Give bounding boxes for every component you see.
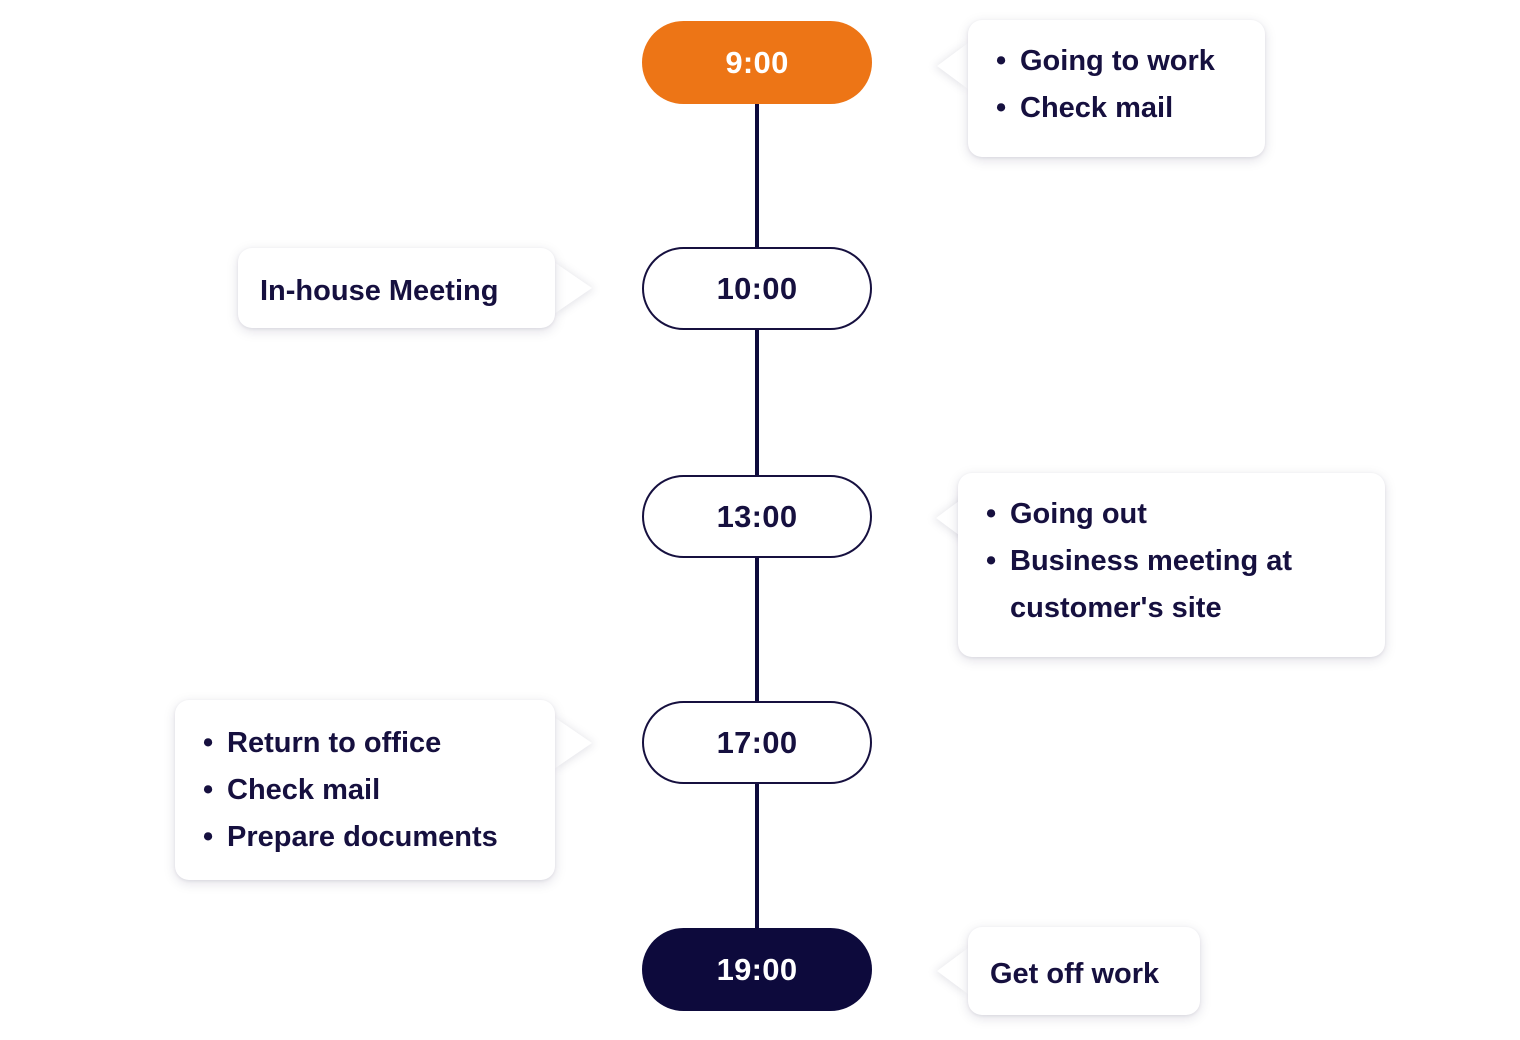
- callout-line: Prepare documents: [201, 814, 529, 861]
- connector-13-to-17: [755, 550, 759, 710]
- node-time-label: 19:00: [716, 951, 798, 987]
- connector-17-to-19: [755, 776, 759, 936]
- node-time-label: 13:00: [716, 498, 798, 534]
- callout-line: Check mail: [201, 767, 529, 814]
- callout-tail-icon: [937, 948, 968, 994]
- callout-tail-icon: [937, 43, 968, 89]
- node-time-label: 9:00: [725, 44, 789, 80]
- callout-1700[interactable]: Return to office Check mail Prepare docu…: [175, 700, 555, 880]
- callout-line: Return to office: [201, 720, 529, 767]
- callout-line: Going out: [984, 491, 1359, 538]
- timeline-node-1300[interactable]: 13:00: [642, 475, 872, 558]
- timeline-node-0900[interactable]: 9:00: [642, 21, 872, 104]
- callout-1000[interactable]: In-house Meeting: [238, 248, 555, 328]
- timeline-node-1700[interactable]: 17:00: [642, 701, 872, 784]
- callout-line: Business meeting at: [984, 538, 1359, 585]
- callout-line: Going to work: [994, 38, 1239, 85]
- timeline-node-1900[interactable]: 19:00: [642, 928, 872, 1011]
- callout-1300[interactable]: Going out Business meeting at customer's…: [958, 473, 1385, 657]
- connector-9-to-10: [755, 95, 759, 255]
- callout-tail-icon: [554, 262, 592, 314]
- callout-tail-icon: [554, 717, 592, 769]
- timeline-node-1000[interactable]: 10:00: [642, 247, 872, 330]
- node-time-label: 17:00: [716, 724, 798, 760]
- node-time-label: 10:00: [716, 270, 798, 306]
- callout-line-continuation: customer's site: [1010, 591, 1222, 624]
- callout-line: Get off work: [990, 958, 1160, 990]
- connector-10-to-13: [755, 322, 759, 484]
- callout-line: In-house Meeting: [260, 275, 499, 307]
- callout-line: Check mail: [994, 85, 1239, 132]
- callout-0900[interactable]: Going to work Check mail: [968, 20, 1265, 157]
- callout-1900[interactable]: Get off work: [968, 927, 1200, 1015]
